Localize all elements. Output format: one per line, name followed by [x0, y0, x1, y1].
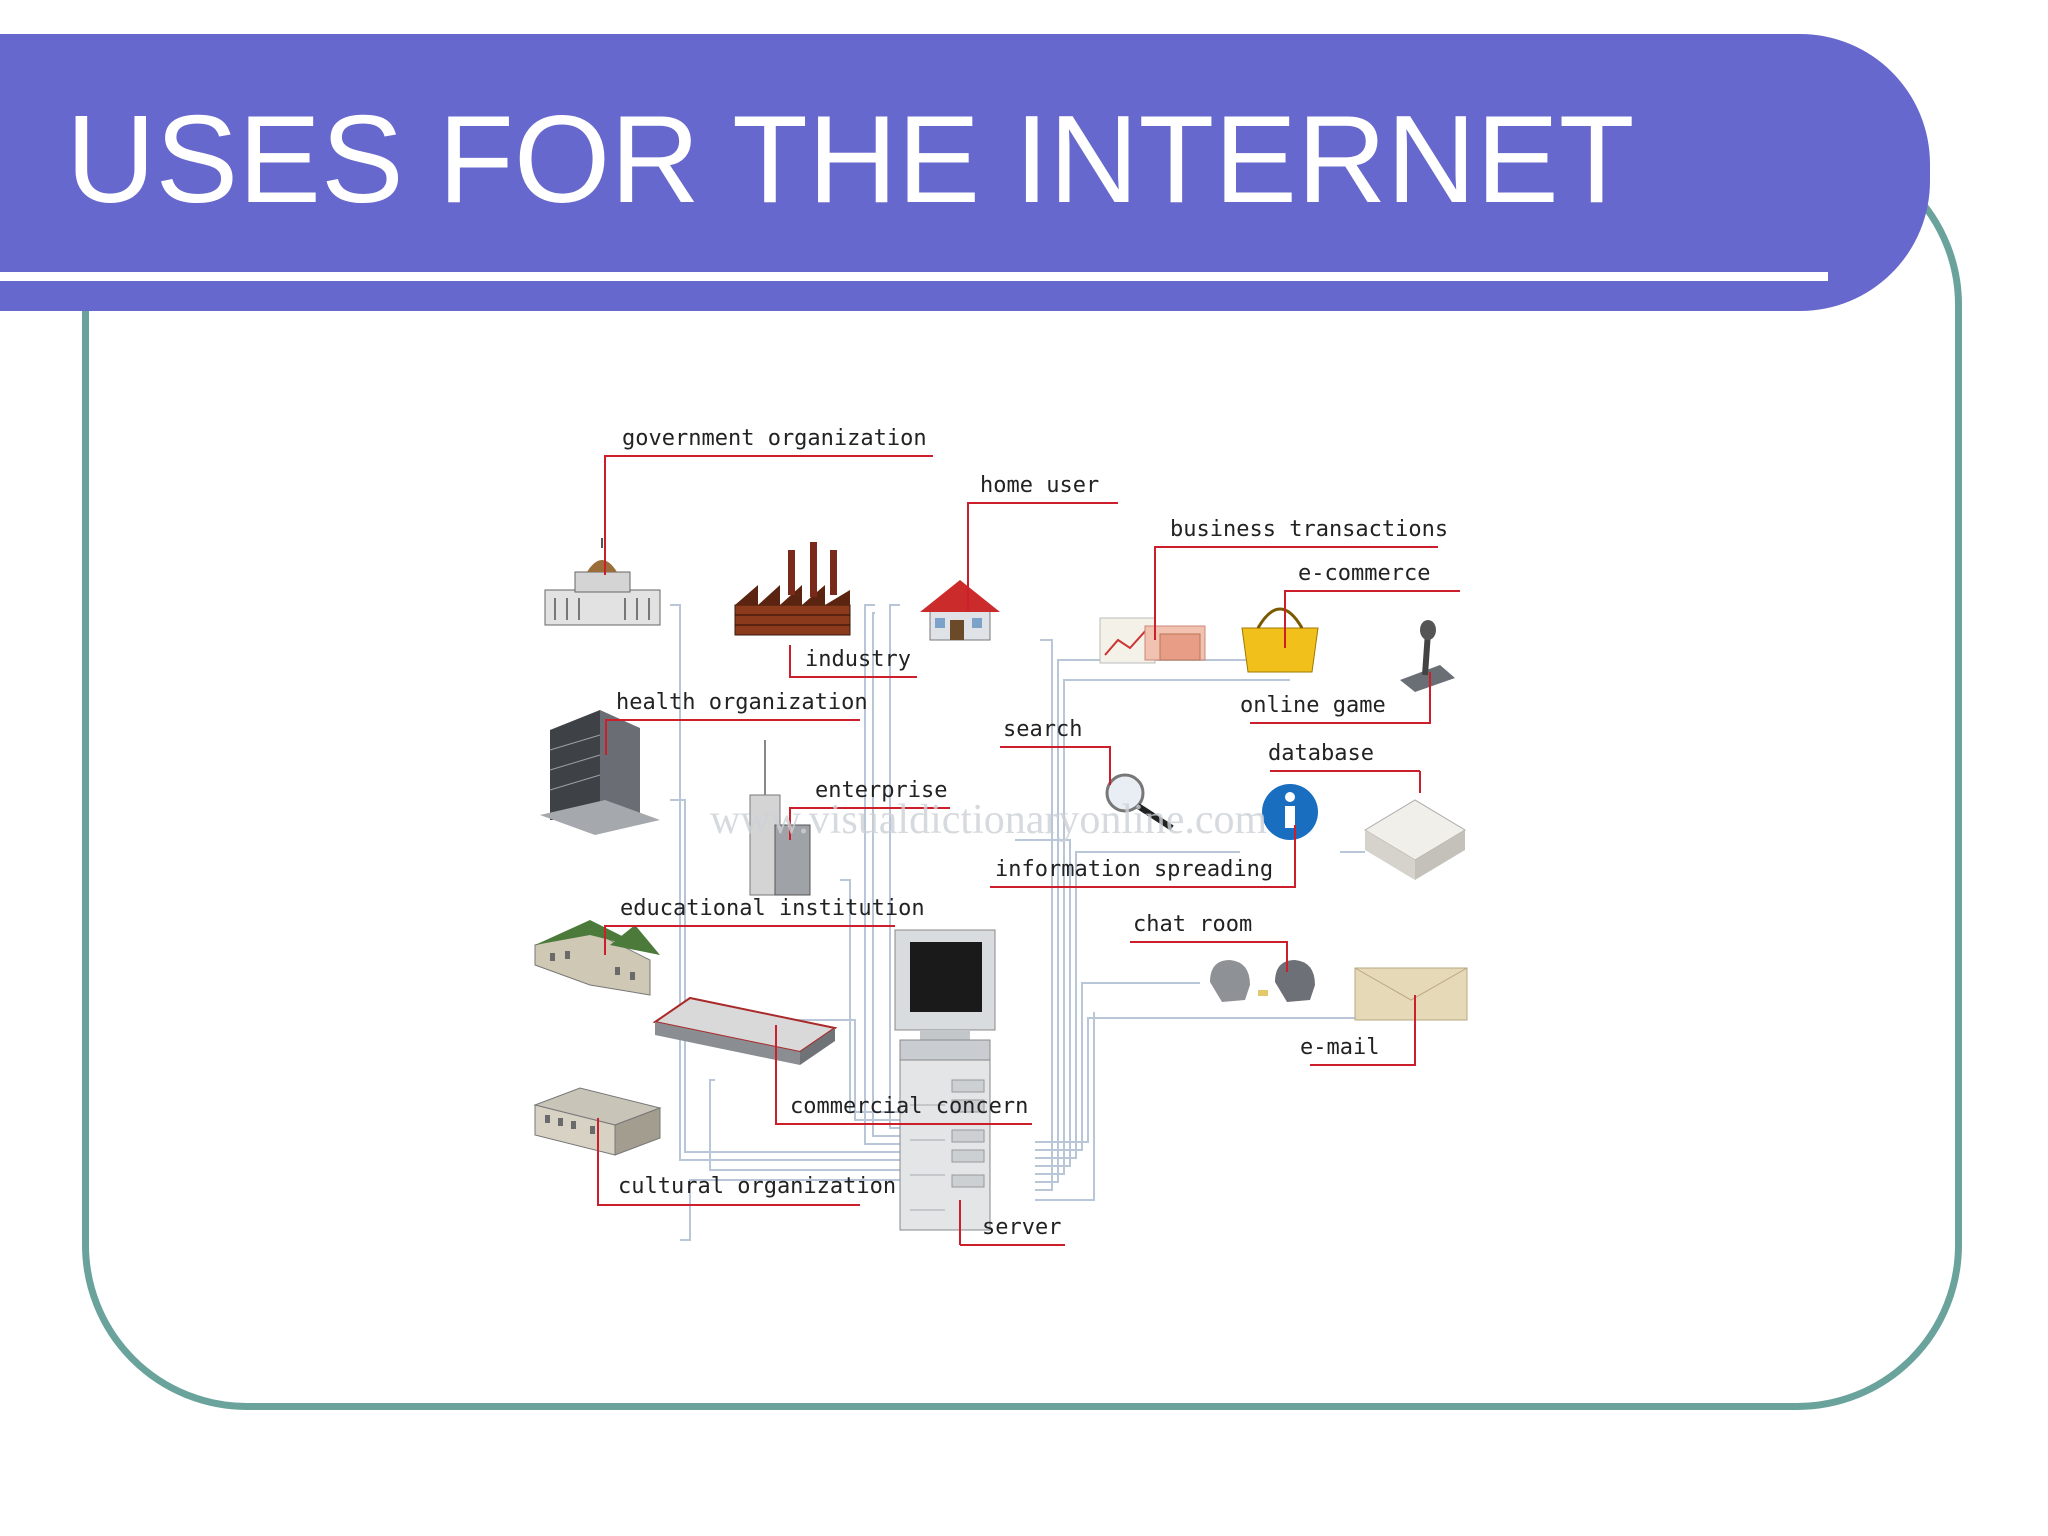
banner-divider [0, 272, 1828, 281]
slide-title: USES FOR THE INTERNET [66, 91, 1635, 229]
health-organization-icon [540, 710, 660, 835]
label-home-user: home user [980, 473, 1100, 498]
label-industry: industry [805, 647, 911, 672]
label-e-mail: e-mail [1300, 1035, 1380, 1060]
label-server: server [982, 1215, 1062, 1240]
business-transactions-icon [1099, 617, 1206, 664]
chat-room-icon [1210, 960, 1315, 1002]
database-icon [1364, 799, 1466, 880]
internet-uses-diagram: www.visualdictionaryonline.com governmen… [520, 400, 1520, 1280]
label-database: database [1268, 741, 1374, 766]
label-chat-room: chat room [1133, 912, 1253, 937]
label-educational-institution: educational institution [620, 896, 925, 921]
government-building-icon [544, 538, 661, 626]
server-computer-icon [894, 929, 996, 1231]
label-e-commerce: e-commerce [1298, 561, 1431, 586]
diagram-graphics [533, 455, 1468, 1246]
label-government-organization: government organization [622, 426, 927, 451]
label-cultural-organization: cultural organization [618, 1174, 897, 1199]
educational-institution-icon [534, 920, 660, 996]
network-cables [670, 604, 1400, 1241]
house-icon [920, 580, 1000, 641]
label-commercial-concern: commercial concern [790, 1094, 1029, 1119]
label-leader-lines [597, 455, 1460, 1246]
information-icon [1262, 784, 1318, 840]
label-information-spreading: information spreading [995, 857, 1274, 882]
envelope-icon [1354, 967, 1468, 1021]
label-online-game: online game [1240, 693, 1386, 718]
cultural-organization-icon [533, 1087, 662, 1156]
factory-icon [734, 542, 851, 636]
joystick-icon [1400, 620, 1455, 692]
watermark: www.visualdictionaryonline.com [710, 797, 1268, 843]
label-enterprise: enterprise [815, 778, 948, 803]
title-banner [0, 34, 1930, 311]
label-business-transactions: business transactions [1170, 517, 1449, 542]
label-health-organization: health organization [616, 690, 868, 715]
shopping-bag-icon [1241, 607, 1319, 673]
commercial-concern-icon [652, 996, 838, 1065]
label-search: search [1003, 717, 1083, 742]
enterprise-icon [749, 740, 811, 896]
magnifier-icon [1105, 773, 1174, 831]
